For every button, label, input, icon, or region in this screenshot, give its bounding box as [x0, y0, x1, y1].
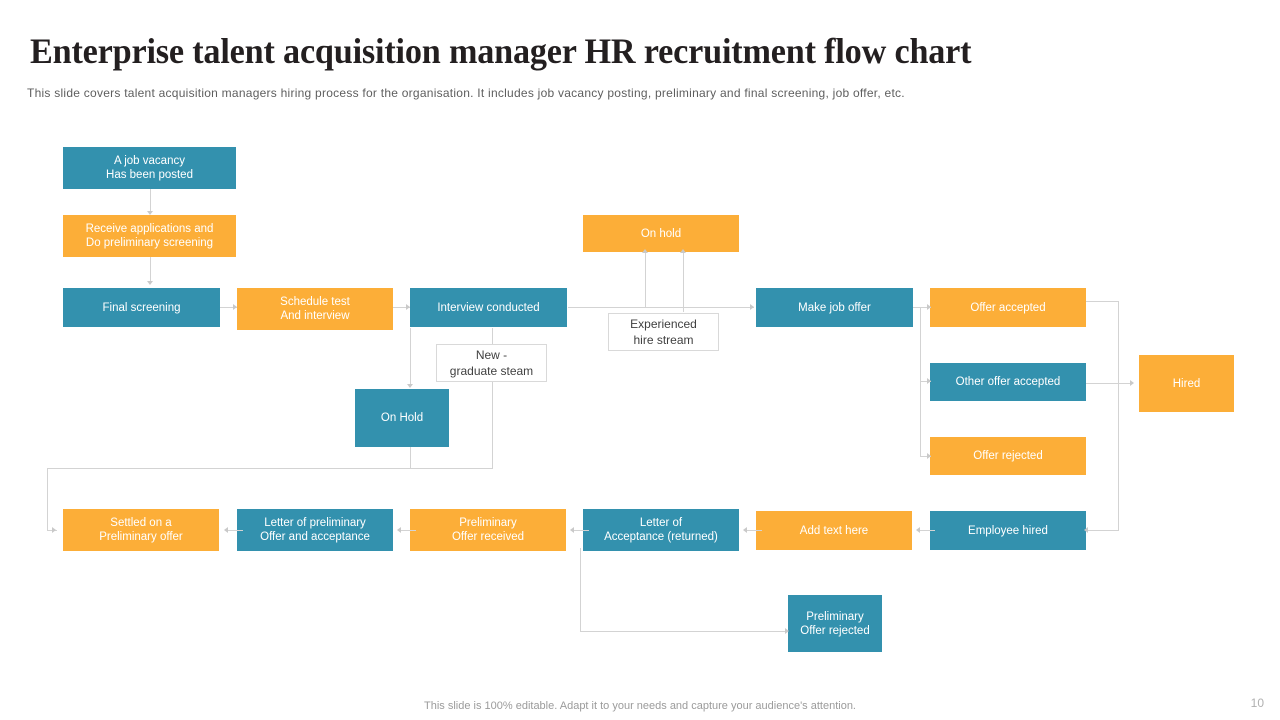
connector-interview-to-offer — [568, 307, 754, 308]
connector-schedule-to-interview — [393, 307, 410, 308]
arrow-right-schedule — [233, 304, 237, 310]
node-receive-applications[interactable]: Receive applications and Do preliminary … — [63, 215, 236, 257]
arrow-up-on-hold-right — [680, 249, 686, 253]
connector-letteracc-down — [580, 548, 581, 631]
node-job-vacancy-posted[interactable]: A job vacancy Has been posted — [63, 147, 236, 189]
connector-letteracc-to-prelimreceived — [573, 530, 589, 531]
node-final-screening[interactable]: Final screening — [63, 288, 220, 327]
arrow-right-prelim-rejected — [785, 628, 789, 634]
connector-exp-stream-right-up — [683, 251, 684, 312]
node-other-offer-accepted[interactable]: Other offer accepted — [930, 363, 1086, 401]
arrow-left-employee-hired — [1084, 527, 1088, 533]
arrow-right-make-offer — [750, 304, 754, 310]
label-new-graduate-steam: New - graduate steam — [436, 344, 547, 382]
arrow-right-interview — [406, 304, 410, 310]
connector-to-prelim-rejected — [580, 631, 787, 632]
connector-rail-to-employee-hired — [1086, 530, 1119, 531]
connector-prelimreceived-to-letter — [400, 530, 416, 531]
arrow-left-add-text — [916, 527, 920, 533]
connector-branch-to-on-hold — [410, 328, 411, 386]
page-subtitle: This slide covers talent acquisition man… — [27, 86, 905, 100]
node-hired[interactable]: Hired — [1139, 355, 1234, 412]
node-on-hold-top[interactable]: On hold — [583, 215, 739, 252]
node-preliminary-offer-received[interactable]: Preliminary Offer received — [410, 509, 566, 551]
node-add-text-here[interactable]: Add text here — [756, 511, 912, 550]
connector-exp-stream-left-up — [645, 251, 646, 308]
arrow-left-settled — [224, 527, 228, 533]
page-number: 10 — [1250, 696, 1264, 710]
node-offer-accepted[interactable]: Offer accepted — [930, 288, 1086, 327]
connector-letterprelim-to-settled — [227, 530, 243, 531]
node-schedule-test[interactable]: Schedule test And interview — [237, 288, 393, 330]
connector-employeehired-to-addtext — [919, 530, 935, 531]
connector-interview-down — [492, 328, 493, 468]
arrow-left-preliminary-received — [570, 527, 574, 533]
node-make-job-offer[interactable]: Make job offer — [756, 288, 913, 327]
node-interview-conducted[interactable]: Interview conducted — [410, 288, 567, 327]
arrow-left-letter-preliminary — [397, 527, 401, 533]
arrow-right-other-offer-accepted — [927, 378, 931, 384]
node-letter-preliminary-offer[interactable]: Letter of preliminary Offer and acceptan… — [237, 509, 393, 551]
arrow-right-settled — [52, 527, 56, 533]
connector-branch-other-offer — [920, 381, 931, 382]
connector-rail-down-left — [47, 468, 48, 530]
arrow-right-offer-rejected — [927, 453, 931, 459]
connector-vacancy-to-receive — [150, 189, 151, 213]
connector-addtext-to-letteracc — [746, 530, 762, 531]
arrow-right-offer-accepted — [927, 304, 931, 310]
arrow-left-letter-acceptance — [743, 527, 747, 533]
connector-on-hold-down — [410, 447, 411, 468]
footer-note: This slide is 100% editable. Adapt it to… — [424, 700, 856, 712]
connector-receive-to-final — [150, 257, 151, 283]
node-employee-hired[interactable]: Employee hired — [930, 511, 1086, 550]
arrow-down-on-hold-mid — [407, 384, 413, 388]
connector-final-to-schedule — [220, 307, 237, 308]
arrow-up-on-hold-left — [642, 249, 648, 253]
arrow-right-hired — [1130, 380, 1134, 386]
node-preliminary-offer-rejected[interactable]: Preliminary Offer rejected — [788, 595, 882, 652]
arrow-down-receive — [147, 211, 153, 215]
connector-other-offer-to-hired — [1086, 383, 1132, 384]
node-letter-acceptance-returned[interactable]: Letter of Acceptance (returned) — [583, 509, 739, 551]
arrow-down-final — [147, 281, 153, 285]
connector-branch-offer-rejected — [920, 456, 931, 457]
page-title: Enterprise talent acquisition manager HR… — [30, 31, 972, 71]
connector-offeraccepted-right — [1086, 301, 1118, 302]
node-offer-rejected[interactable]: Offer rejected — [930, 437, 1086, 475]
connector-right-rail — [1118, 301, 1119, 530]
connector-bottom-rail — [47, 468, 493, 469]
node-settled-preliminary-offer[interactable]: Settled on a Preliminary offer — [63, 509, 219, 551]
node-on-hold-mid[interactable]: On Hold — [355, 389, 449, 447]
label-experienced-hire-stream: Experienced hire stream — [608, 313, 719, 351]
connector-branch-offer-accepted — [913, 307, 931, 308]
